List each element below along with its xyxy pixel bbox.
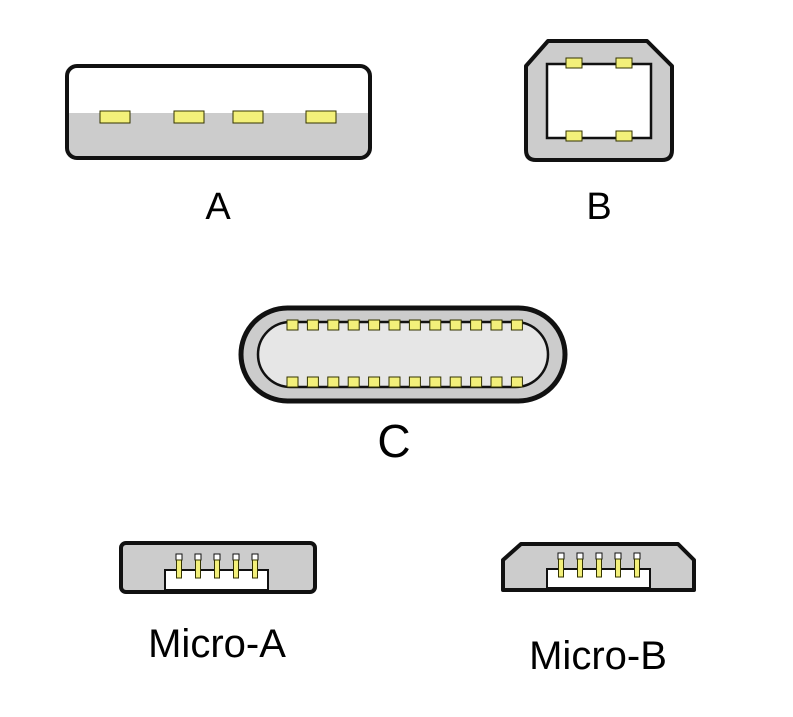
usb-a-pin [232, 110, 264, 124]
usb-b-pin-bottom [565, 130, 583, 142]
usb-a-pin [305, 110, 337, 124]
micro-b-pin [634, 558, 640, 578]
usb-b-pin-top [615, 57, 633, 69]
usb-c-pin-top [388, 319, 401, 331]
usb-a-pins [99, 110, 337, 124]
label-micro-b: Micro-B [529, 634, 667, 678]
micro-b-connector [501, 542, 696, 592]
usb-c-pin-top [408, 319, 421, 331]
usb-c-pin-bottom [286, 376, 299, 388]
label-micro-a: Micro-A [148, 622, 286, 666]
micro-a-pin [176, 559, 182, 579]
micro-b-pin [615, 558, 621, 578]
usb-c-inner [256, 320, 550, 389]
usb-b-pin-bottom [615, 130, 633, 142]
micro-b-pin-head [576, 552, 584, 560]
usb-c-pin-top [306, 319, 319, 331]
usb-b-pins [565, 57, 633, 142]
usb-b-cavity [545, 62, 653, 140]
usb-c-pin-bottom [429, 376, 442, 388]
usb-a-pin [173, 110, 205, 124]
micro-b-pin-head [614, 552, 622, 560]
usb-a-shell [65, 64, 372, 160]
micro-b-pin-head [595, 552, 603, 560]
usb-a-pin [99, 110, 131, 124]
usb-c-pin-bottom [327, 376, 340, 388]
micro-a-pins [175, 553, 259, 579]
label-usb-a: A [205, 186, 231, 228]
usb-c-pin-bottom [306, 376, 319, 388]
usb-c-pin-bottom [510, 376, 523, 388]
usb-b-connector [524, 39, 674, 162]
micro-a-pin-head [194, 553, 202, 561]
usb-c-pin-top [347, 319, 360, 331]
micro-b-pin [577, 558, 583, 578]
micro-b-pin-head [633, 552, 641, 560]
usb-c-pin-bottom [470, 376, 483, 388]
micro-a-pin-head [213, 553, 221, 561]
label-usb-c: C [377, 415, 411, 467]
usb-c-pins [286, 319, 523, 388]
micro-a-pin [195, 559, 201, 579]
usb-c-pin-top [327, 319, 340, 331]
usb-c-pin-bottom [408, 376, 421, 388]
usb-c-connector [238, 305, 568, 404]
usb-c-pin-bottom [368, 376, 381, 388]
micro-a-pin [233, 559, 239, 579]
usb-c-pin-bottom [449, 376, 462, 388]
usb-c-pin-top [449, 319, 462, 331]
micro-b-pin-head [557, 552, 565, 560]
usb-a-tongue [69, 113, 368, 156]
usb-c-pin-top [286, 319, 299, 331]
micro-a-pin-head [175, 553, 183, 561]
usb-b-pin-top [565, 57, 583, 69]
usb-c-pin-bottom [347, 376, 360, 388]
label-usb-b: B [586, 186, 612, 228]
micro-b-pins [557, 552, 641, 578]
micro-b-pin [596, 558, 602, 578]
usb-c-pin-bottom [388, 376, 401, 388]
usb-c-pin-top [368, 319, 381, 331]
micro-a-pin [214, 559, 220, 579]
micro-a-pin-head [232, 553, 240, 561]
micro-b-pin [558, 558, 564, 578]
usb-c-pin-top [510, 319, 523, 331]
usb-c-pin-top [490, 319, 503, 331]
micro-a-pin [252, 559, 258, 579]
micro-a-pin-head [251, 553, 259, 561]
usb-c-pin-bottom [490, 376, 503, 388]
usb-c-pin-top [429, 319, 442, 331]
usb-c-pin-top [470, 319, 483, 331]
micro-a-connector [119, 541, 317, 594]
usb-a-connector [65, 64, 372, 160]
